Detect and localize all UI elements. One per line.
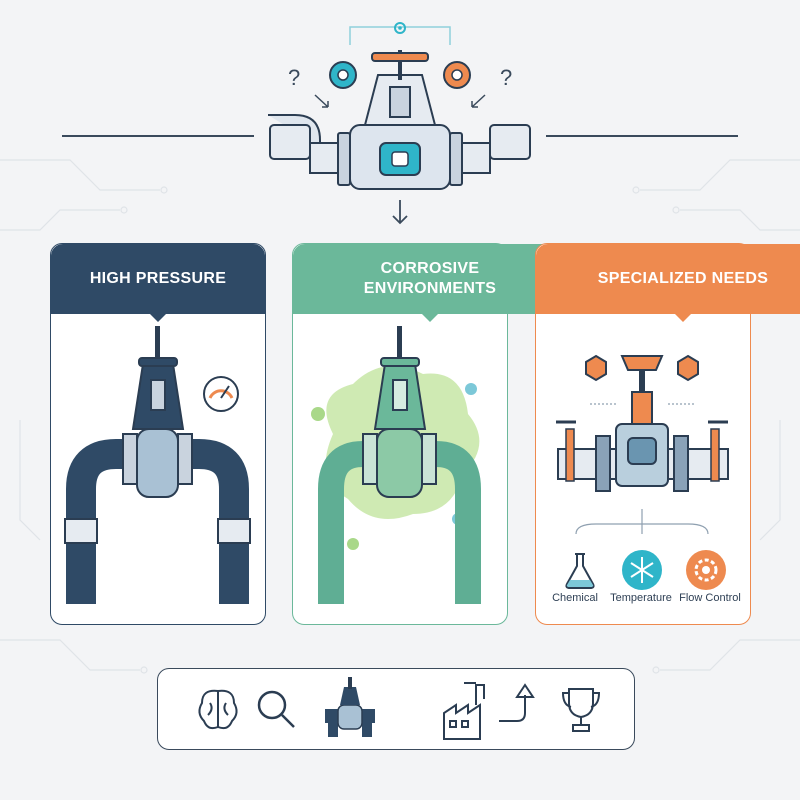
snowflake-icon (622, 550, 662, 590)
question-icon: ? (500, 65, 512, 90)
flask-icon (565, 553, 595, 589)
hero-valve-illustration: ? ? (268, 22, 531, 225)
pressure-gauge-icon (203, 376, 239, 412)
gear-icon (443, 61, 471, 89)
factory-icon (443, 682, 485, 740)
valve-icon (325, 677, 375, 737)
card-illustration (293, 314, 507, 626)
card-corrosive-environments: CORROSIVE ENVIRONMENTS (292, 243, 567, 626)
hex-nut-icon (585, 354, 607, 382)
separator-right (546, 135, 738, 137)
gear-icon (394, 22, 406, 34)
card-title: SPECIALIZED NEEDS (536, 244, 800, 322)
high-pressure-valve-illustration (64, 326, 251, 604)
card-title: HIGH PRESSURE (51, 244, 265, 322)
gear-icon (686, 550, 726, 590)
card-high-pressure: HIGH PRESSURE (50, 243, 266, 625)
hex-nut-icon (677, 354, 699, 382)
brain-icon (198, 689, 238, 730)
arrow-up-icon (499, 683, 535, 722)
gear-icon (329, 61, 357, 89)
card-title: CORROSIVE ENVIRONMENTS (293, 244, 567, 322)
process-icons (198, 677, 601, 740)
specialized-valve-illustration (556, 354, 729, 535)
card-illustration (51, 314, 265, 626)
card-specialized-needs: SPECIALIZED NEEDS (535, 243, 800, 626)
trophy-icon (561, 688, 601, 732)
card-illustration (536, 314, 750, 626)
separator-left (62, 135, 254, 137)
option-label-chemical: Chemical (552, 592, 598, 604)
corrosive-valve-illustration (311, 326, 481, 604)
magnifier-icon (257, 690, 295, 728)
option-label-temperature: Temperature (610, 592, 672, 604)
process-icon-bar (157, 668, 635, 750)
option-label-flow-control: Flow Control (679, 592, 741, 604)
question-icon: ? (288, 65, 300, 90)
